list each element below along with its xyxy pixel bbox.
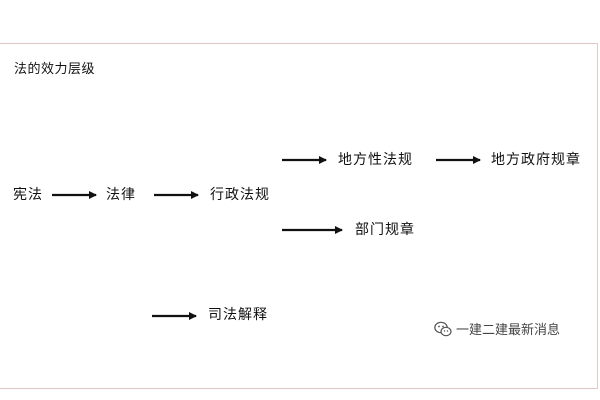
node-judicial-interpretation: 司法解释	[208, 307, 268, 323]
diagram-frame	[0, 43, 598, 389]
node-local-regulation: 地方性法规	[338, 152, 413, 168]
diagram-title: 法的效力层级	[14, 62, 96, 77]
node-admin-regulation: 行政法规	[210, 187, 270, 203]
wechat-icon	[434, 321, 452, 337]
node-law: 法律	[106, 187, 136, 203]
node-department-rule: 部门规章	[355, 222, 415, 238]
watermark: 一建二建最新消息	[434, 319, 560, 338]
node-local-gov-rule: 地方政府规章	[491, 152, 581, 168]
watermark-text: 一建二建最新消息	[456, 323, 561, 338]
node-constitution: 宪法	[13, 187, 43, 203]
